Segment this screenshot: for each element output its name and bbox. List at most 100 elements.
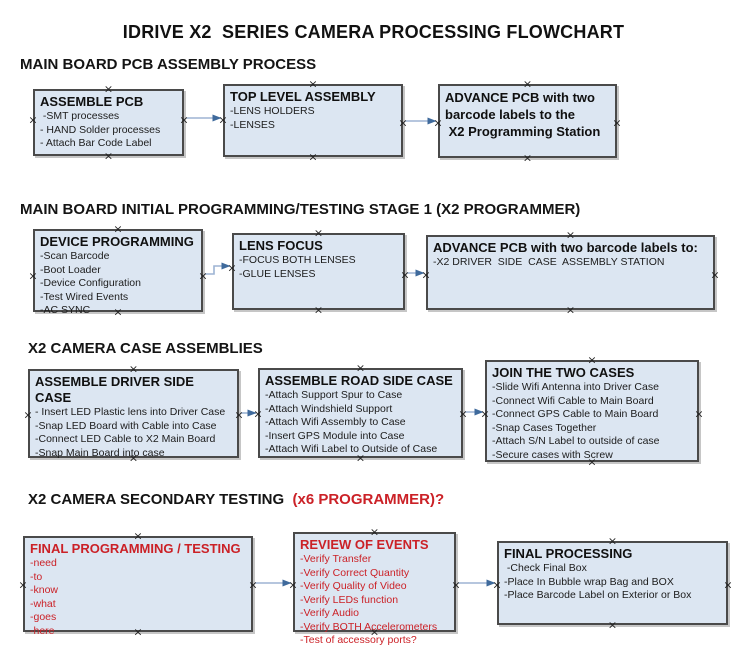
anchor-x-icon bbox=[288, 580, 297, 591]
anchor-x-icon bbox=[234, 410, 243, 421]
anchor-x-icon bbox=[314, 305, 323, 316]
anchor-x-icon bbox=[104, 151, 113, 162]
anchor-x-icon bbox=[198, 271, 207, 282]
box-title: ASSEMBLE PCB bbox=[40, 94, 144, 109]
box-step: -AC SYNC bbox=[40, 304, 91, 316]
anchor-x-icon bbox=[587, 355, 596, 366]
box-step: -FOCUS BOTH LENSES bbox=[239, 254, 356, 266]
box-title: ADVANCE PCB with two barcode labels to t… bbox=[445, 90, 601, 139]
box-step: -GLUE LENSES bbox=[239, 267, 316, 280]
anchor-x-icon bbox=[608, 536, 617, 547]
box-step: -know bbox=[30, 584, 59, 596]
anchor-x-icon bbox=[253, 409, 262, 420]
box-step: -goes bbox=[30, 611, 57, 623]
flow-box-review-of-events: REVIEW OF EVENTS -Verify Transfer -Verif… bbox=[293, 532, 456, 646]
box-step: -Attach Wifi Assembly to Case bbox=[265, 416, 406, 428]
anchor-x-icon bbox=[113, 224, 122, 235]
box-step: -Attach Wifi Label to Outside of Case bbox=[265, 443, 438, 455]
anchor-x-icon bbox=[227, 263, 236, 274]
anchor-x-icon bbox=[179, 115, 188, 126]
anchor-x-icon bbox=[694, 409, 703, 420]
section-heading-black-part: X2 CAMERA SECONDARY TESTING bbox=[28, 491, 285, 508]
box-title: JOIN THE TWO CASES bbox=[492, 365, 635, 380]
connector-arrow bbox=[205, 262, 231, 275]
box-step: -Connect GPS Cable to Main Board bbox=[492, 408, 659, 420]
anchor-x-icon bbox=[723, 580, 732, 591]
box-step: - Attach Bar Code Label bbox=[40, 137, 152, 149]
flow-box-assemble-driver-side-case: ASSEMBLE DRIVER SIDE CASE - Insert LED P… bbox=[28, 369, 239, 459]
anchor-x-icon bbox=[566, 230, 575, 241]
box-step: - HAND Solder processes bbox=[40, 123, 161, 136]
box-step: -Connect LED Cable to X2 Main Board bbox=[35, 433, 216, 445]
box-step: -Snap Cases Together bbox=[492, 421, 597, 434]
section-heading-case-assemblies: X2 CAMERA CASE ASSEMBLIES bbox=[28, 340, 263, 357]
box-title: TOP LEVEL ASSEMBLY bbox=[230, 89, 376, 104]
flow-box-assemble-pcb: ASSEMBLE PCB -SMT processes - HAND Solde… bbox=[33, 89, 184, 156]
anchor-x-icon bbox=[421, 270, 430, 281]
box-step: -LENS HOLDERS bbox=[230, 105, 315, 117]
box-step: -Verify BOTH Accelerometers bbox=[300, 620, 438, 633]
anchor-x-icon bbox=[566, 305, 575, 316]
box-title: ASSEMBLE DRIVER SIDE CASE bbox=[35, 374, 198, 405]
box-step: -Verify Transfer bbox=[300, 553, 372, 565]
box-step: -X2 DRIVER SIDE CASE ASSEMBLY STATION bbox=[433, 256, 665, 268]
box-step: -Test Wired Events bbox=[40, 290, 129, 303]
box-step: -Attach S/N Label to outside of case bbox=[492, 435, 660, 447]
box-step: -Verify Audio bbox=[300, 607, 359, 619]
box-step: - Insert LED Plastic lens into Driver Ca… bbox=[35, 406, 226, 418]
anchor-x-icon bbox=[523, 79, 532, 90]
box-step: -Place In Bubble wrap Bag and BOX bbox=[504, 575, 674, 588]
flow-box-advance-pcb-driver-side: ADVANCE PCB with two barcode labels to: … bbox=[426, 235, 715, 310]
anchor-x-icon bbox=[308, 79, 317, 90]
box-step: -Verify LEDs function bbox=[300, 593, 399, 606]
box-title: FINAL PROCESSING bbox=[504, 546, 633, 561]
anchor-x-icon bbox=[398, 118, 407, 129]
anchor-x-icon bbox=[608, 620, 617, 631]
box-step: -Check Final Box bbox=[504, 562, 587, 574]
box-title: REVIEW OF EVENTS bbox=[300, 537, 429, 552]
anchor-x-icon bbox=[248, 580, 257, 591]
anchor-x-icon bbox=[480, 409, 489, 420]
anchor-x-icon bbox=[104, 84, 113, 95]
box-step: -Slide Wifi Antenna into Driver Case bbox=[492, 381, 659, 393]
box-step: -Snap LED Board with Cable into Case bbox=[35, 419, 217, 432]
anchor-x-icon bbox=[308, 152, 317, 163]
anchor-x-icon bbox=[523, 153, 532, 164]
box-step: -Place Barcode Label on Exterior or Box bbox=[504, 589, 692, 601]
flow-box-final-processing: FINAL PROCESSING -Check Final Box -Place… bbox=[497, 541, 728, 625]
anchor-x-icon bbox=[356, 363, 365, 374]
anchor-x-icon bbox=[710, 270, 719, 281]
flow-box-lens-focus: LENS FOCUS -FOCUS BOTH LENSES -GLUE LENS… bbox=[232, 233, 405, 310]
box-step: -Secure cases with Screw bbox=[492, 448, 613, 461]
box-step: -Insert GPS Module into Case bbox=[265, 429, 405, 442]
box-step: -Boot Loader bbox=[40, 263, 101, 276]
anchor-x-icon bbox=[314, 228, 323, 239]
anchor-x-icon bbox=[28, 115, 37, 126]
anchor-x-icon bbox=[129, 364, 138, 375]
box-step: -Verify Quality of Video bbox=[300, 580, 407, 592]
flow-box-assemble-road-side-case: ASSEMBLE ROAD SIDE CASE -Attach Support … bbox=[258, 368, 463, 458]
box-step: -LENSES bbox=[230, 118, 275, 131]
box-step: -here bbox=[30, 624, 55, 637]
box-step: -what bbox=[30, 597, 56, 610]
anchor-x-icon bbox=[218, 115, 227, 126]
box-step: -Scan Barcode bbox=[40, 250, 110, 262]
anchor-x-icon bbox=[18, 580, 27, 591]
anchor-x-icon bbox=[370, 527, 379, 538]
section-heading-initial-programming: MAIN BOARD INITIAL PROGRAMMING/TESTING S… bbox=[20, 201, 581, 218]
section-heading-red-part: (x6 PROGRAMMER)? bbox=[284, 491, 445, 508]
box-step: -need bbox=[30, 557, 57, 569]
box-step: -to bbox=[30, 570, 43, 583]
anchor-x-icon bbox=[28, 271, 37, 282]
box-step: -Connect Wifi Cable to Main Board bbox=[492, 394, 654, 407]
flow-box-join-the-two-cases: JOIN THE TWO CASES -Slide Wifi Antenna i… bbox=[485, 360, 699, 462]
box-step: -SMT processes bbox=[40, 110, 120, 122]
box-title: FINAL PROGRAMMING / TESTING bbox=[30, 541, 241, 556]
box-step: -Verify Correct Quantity bbox=[300, 566, 410, 579]
anchor-x-icon bbox=[458, 409, 467, 420]
box-title: ADVANCE PCB with two barcode labels to: bbox=[433, 240, 698, 255]
anchor-x-icon bbox=[133, 531, 142, 542]
box-title: LENS FOCUS bbox=[239, 238, 323, 253]
box-step: -Snap Main Board into case bbox=[35, 446, 165, 459]
box-step: -Device Configuration bbox=[40, 277, 141, 289]
